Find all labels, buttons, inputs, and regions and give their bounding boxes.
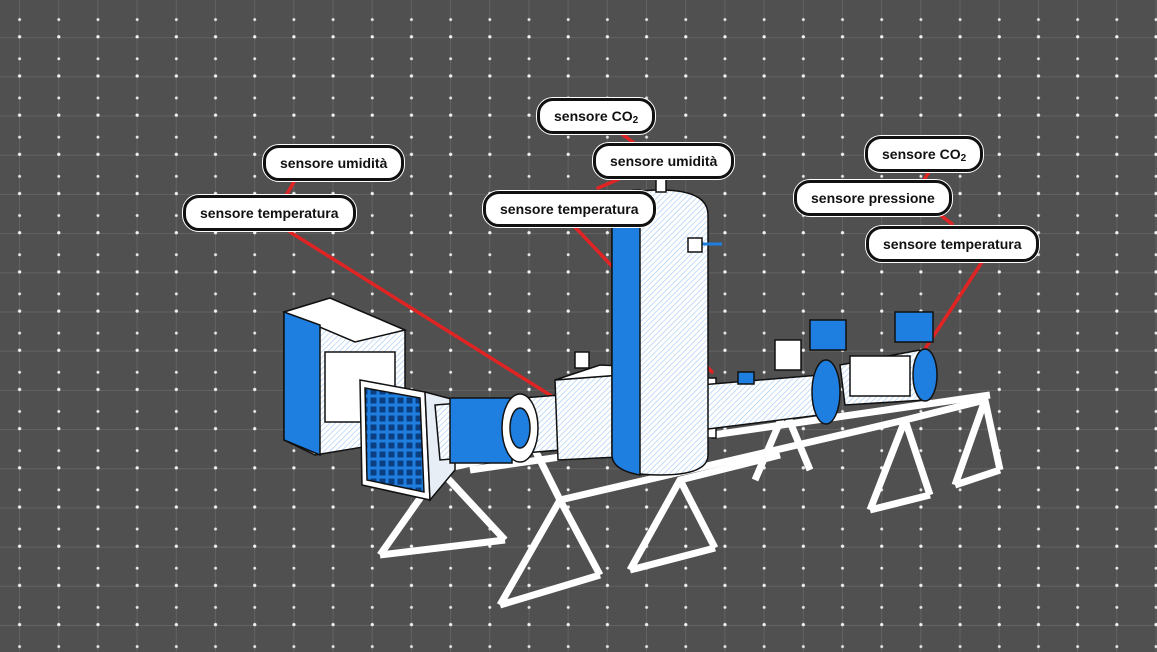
label-right-temperature-sensor: sensore temperatura (866, 226, 1039, 262)
label-center-temperature-sensor: sensore temperatura (483, 191, 656, 227)
label-center-co2-sensor: sensore CO2 (537, 98, 656, 134)
valve-actuators (574, 311, 934, 385)
vertical-tank (611, 177, 722, 476)
label-right-co2-sensor: sensore CO2 (865, 136, 984, 172)
label-left-temperature-sensor: sensore temperatura (183, 195, 356, 231)
label-left-humidity-sensor: sensore umidità (263, 145, 405, 181)
label-right-pressure-sensor: sensore pressione (794, 180, 952, 216)
label-center-humidity-sensor: sensore umidità (593, 143, 735, 179)
